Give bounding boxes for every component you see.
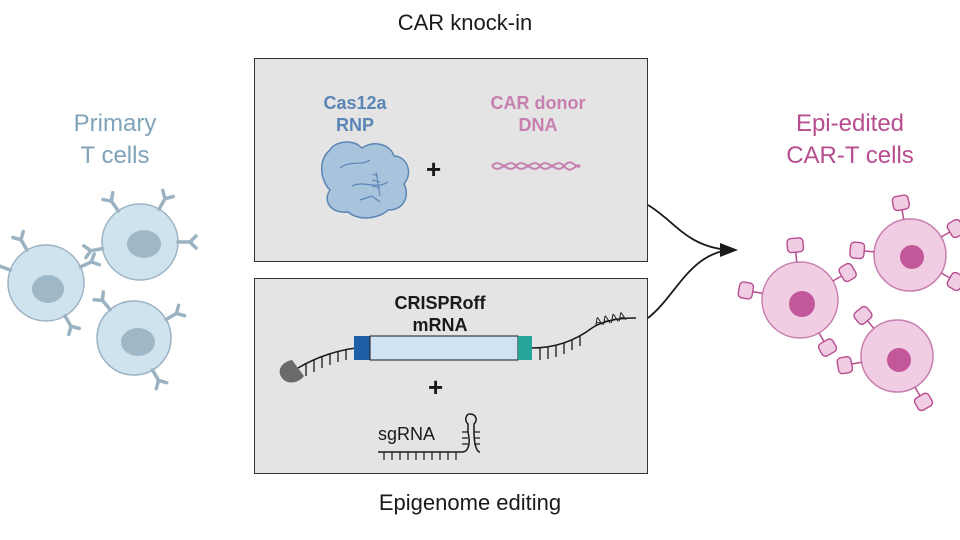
cas12a-line1: Cas12a — [323, 93, 387, 113]
crisproff-mrna-label: CRISPRoff mRNA — [380, 292, 500, 336]
epigenome-editing-panel — [254, 278, 648, 474]
epigenome-editing-title: Epigenome editing — [378, 490, 562, 515]
primary-label-line1: Primary — [73, 110, 157, 137]
t-cell-2 — [82, 188, 198, 281]
car-donor-line1: CAR donor — [490, 93, 586, 113]
primary-t-cells-label: Primary T cells — [40, 108, 190, 172]
crisproff-line2: mRNA — [412, 315, 468, 335]
car-donor-dna-icon — [491, 161, 581, 171]
converging-arrow — [647, 204, 738, 319]
sgrna-label: sgRNA — [378, 424, 436, 444]
epi-label-line2: CAR-T cells — [786, 142, 914, 169]
epi-label-line1: Epi-edited — [795, 110, 905, 137]
plus-sign-bottom: + — [428, 372, 444, 402]
car-t-cell-2 — [848, 193, 960, 293]
cas12a-protein — [321, 141, 410, 219]
car-knock-in-title: CAR knock-in — [397, 10, 533, 35]
epi-edited-car-t-label: Epi-edited CAR-T cells — [765, 108, 935, 172]
plus-sign-top: + — [426, 154, 442, 184]
t-cell-1 — [0, 229, 102, 337]
car-donor-line2: DNA — [518, 115, 558, 135]
crisproff-line1: CRISPRoff — [394, 293, 486, 313]
t-cell-3 — [92, 290, 187, 391]
car-knock-in-panel — [254, 58, 648, 262]
primary-label-line2: T cells — [80, 142, 150, 169]
car-donor-dna-label: CAR donor DNA — [478, 92, 598, 136]
cas12a-rnp-label: Cas12a RNP — [300, 92, 410, 136]
car-t-cell-3 — [835, 304, 935, 413]
sgrna-icon — [378, 413, 481, 460]
cas12a-line2: RNP — [335, 115, 374, 135]
car-t-cell-1 — [736, 236, 859, 359]
crisproff-mrna-icon — [279, 317, 637, 383]
